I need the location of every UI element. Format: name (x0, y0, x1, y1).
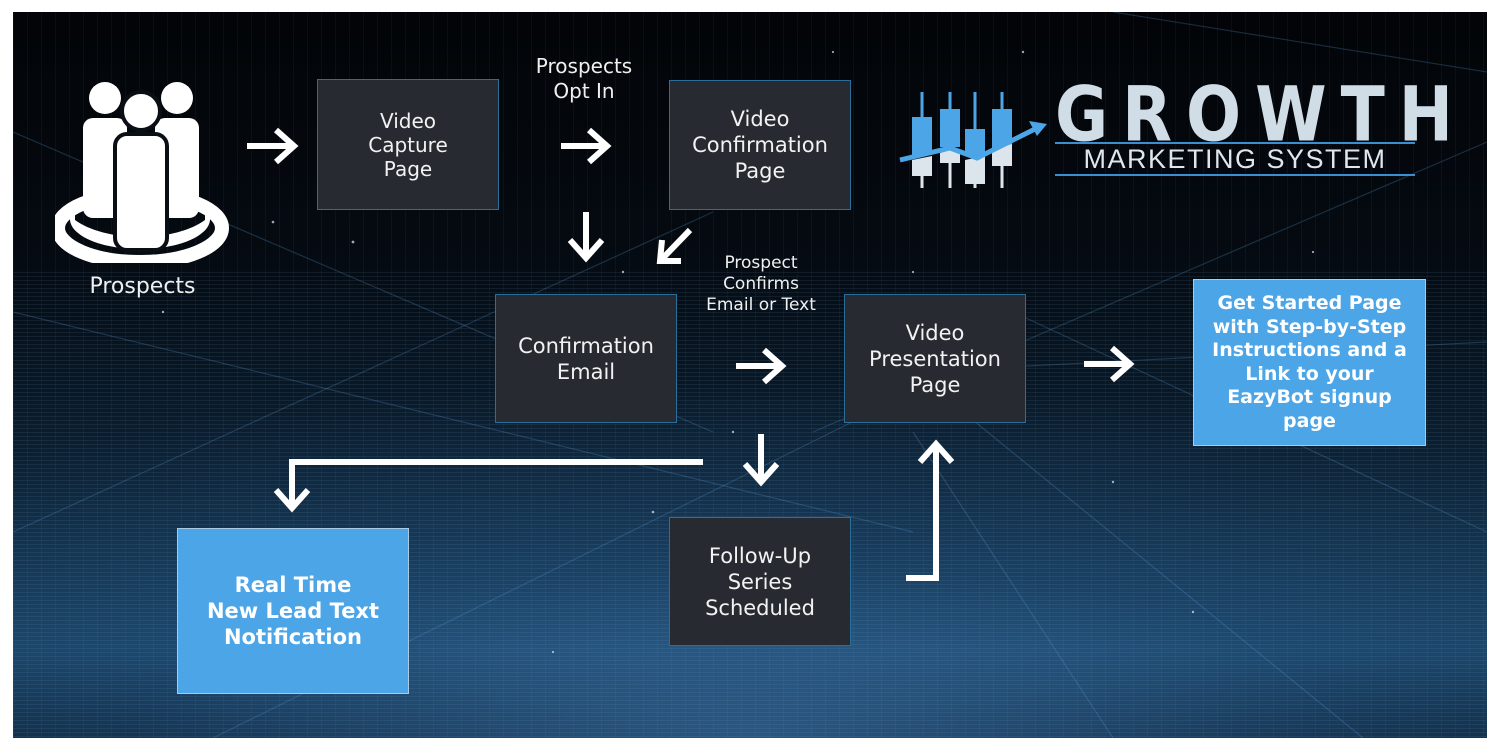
logo-subtitle: MARKETING SYSTEM (1055, 142, 1415, 176)
node-video-presentation-page[interactable]: Video Presentation Page (844, 294, 1026, 423)
node-real-time-notification[interactable]: Real Time New Lead Text Notification (177, 528, 409, 694)
people-group-icon (55, 82, 229, 263)
edge-label-opt-in: Prospects Opt In (535, 54, 633, 103)
edge-label-confirms: Prospect Confirms Email or Text (706, 253, 816, 315)
node-confirmation-email[interactable]: Confirmation Email (495, 294, 677, 423)
candlestick-chart-icon (899, 92, 1047, 188)
node-video-capture-page[interactable]: Video Capture Page (317, 79, 499, 210)
node-video-confirmation-page[interactable]: Video Confirmation Page (669, 80, 851, 210)
prospects-label: Prospects (89, 274, 196, 299)
node-follow-up-series[interactable]: Follow-Up Series Scheduled (669, 517, 851, 646)
node-get-started-page[interactable]: Get Started Page with Step-by-Step Instr… (1193, 279, 1426, 446)
